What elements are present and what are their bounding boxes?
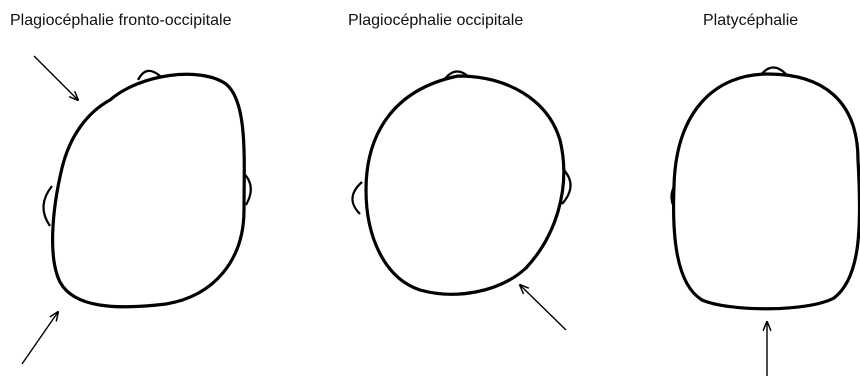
head-occipitale <box>352 71 570 294</box>
skull-outline <box>53 74 245 307</box>
left-ear <box>352 182 362 214</box>
head-fronto-occipitale <box>43 71 250 307</box>
head-platycephalie <box>671 67 859 308</box>
skull-outline <box>366 76 564 294</box>
arrow-occipital-2 <box>520 285 566 330</box>
arrow-occipital <box>22 312 58 364</box>
left-ear <box>43 186 52 226</box>
arrow-frontal <box>34 56 78 100</box>
skull-outline <box>674 74 860 309</box>
